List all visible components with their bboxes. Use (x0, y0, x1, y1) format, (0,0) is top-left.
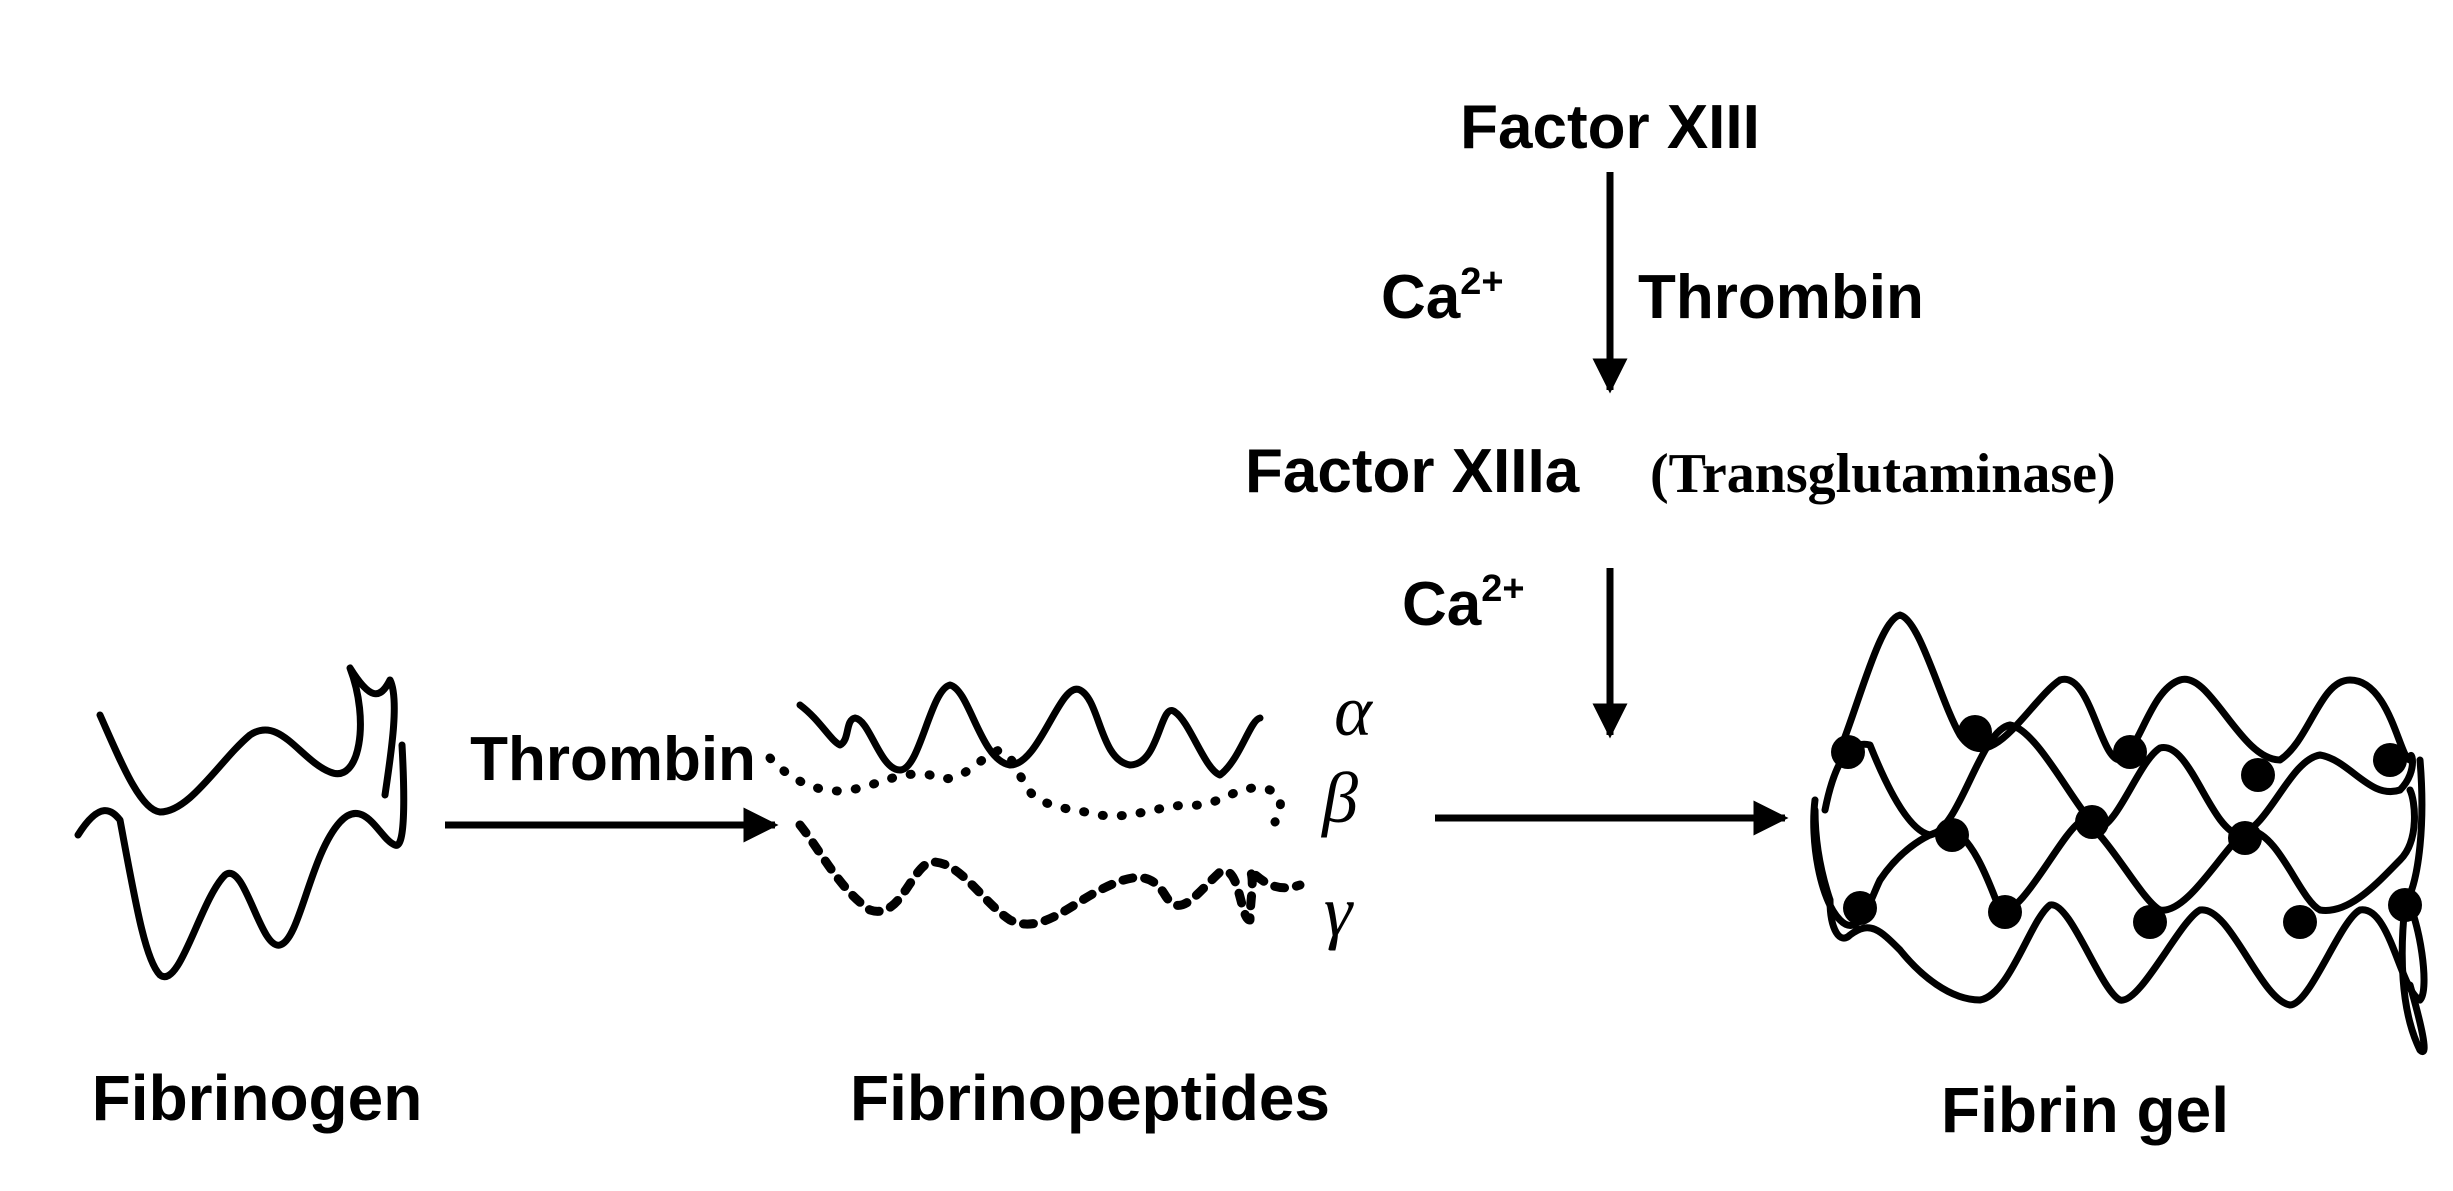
calcium-label-mid: Ca2+ (1402, 568, 1525, 639)
beta-chain (765, 745, 1285, 827)
crosslink-node (1843, 891, 1877, 925)
calcium-label-top: Ca2+ (1381, 261, 1504, 332)
crosslink-node (2241, 758, 2275, 792)
crosslink-node (2228, 821, 2262, 855)
thrombin-label-top: Thrombin (1638, 263, 1924, 332)
crosslink-node (1958, 715, 1992, 749)
crosslink-node (2388, 888, 2422, 922)
alpha-label: α (1334, 671, 1373, 751)
factor-xiiia-label: Factor XIIIa (1245, 437, 1580, 506)
fibrinopeptides-label: Fibrinopeptides (850, 1062, 1330, 1134)
crosslink-node (2373, 743, 2407, 777)
crosslink-node (2283, 905, 2317, 939)
crosslink-node (1988, 895, 2022, 929)
crosslink-node (2075, 805, 2109, 839)
calcium-charge-top: 2+ (1460, 261, 1503, 303)
alpha-chain (796, 681, 1264, 779)
calcium-charge-mid: 2+ (1481, 568, 1524, 610)
crosslink-node (1831, 735, 1865, 769)
beta-label: β (1320, 758, 1358, 838)
transglutaminase-label: (Transglutaminase) (1650, 443, 2116, 505)
fibrinogen-drawing (74, 664, 408, 981)
fibrinogen-label: Fibrinogen (92, 1062, 423, 1134)
fibrin-gel-label: Fibrin gel (1941, 1074, 2229, 1146)
gamma-label: γ (1324, 871, 1354, 951)
fibrin-gel-drawing (1810, 611, 2428, 1056)
crosslink-node (2113, 735, 2147, 769)
crosslink-node (2133, 905, 2167, 939)
crosslink-node (1935, 818, 1969, 852)
fibrinopeptides-drawing (765, 681, 1305, 929)
thrombin-label-left: Thrombin (470, 725, 756, 794)
gamma-chain (795, 820, 1305, 929)
factor-xiii-label: Factor XIII (1460, 93, 1760, 162)
